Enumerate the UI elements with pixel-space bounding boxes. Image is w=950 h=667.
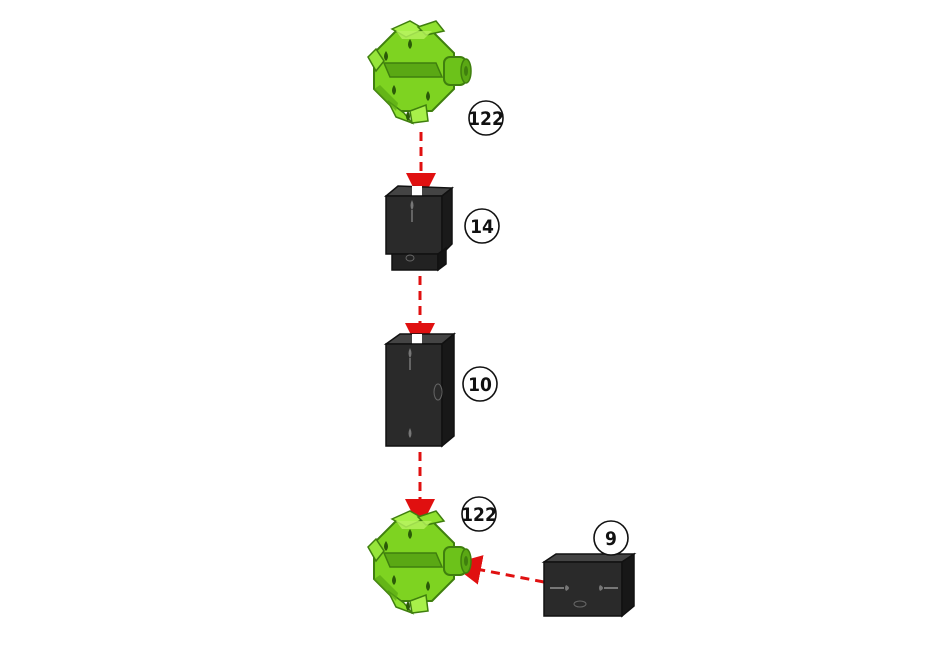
callout-long-block-label: 10 [468,374,492,396]
arrow-side-block-to-bottom-connector [466,567,544,582]
callout-side-block: 9 [594,521,628,555]
callout-bottom-connector: 122 [461,497,497,531]
callout-bottom-connector-label: 122 [461,504,497,526]
callout-short-block: 14 [465,209,499,243]
bottom-connector-piece [368,511,471,613]
callout-top-connector-label: 122 [468,108,504,130]
long-block-piece [386,334,454,446]
side-block-piece [544,554,634,616]
short-block-piece [386,186,452,270]
callout-side-block-label: 9 [605,528,617,550]
callout-top-connector: 122 [468,101,504,135]
top-connector-piece [368,21,471,123]
callout-short-block-label: 14 [470,216,494,238]
callout-long-block: 10 [463,367,497,401]
